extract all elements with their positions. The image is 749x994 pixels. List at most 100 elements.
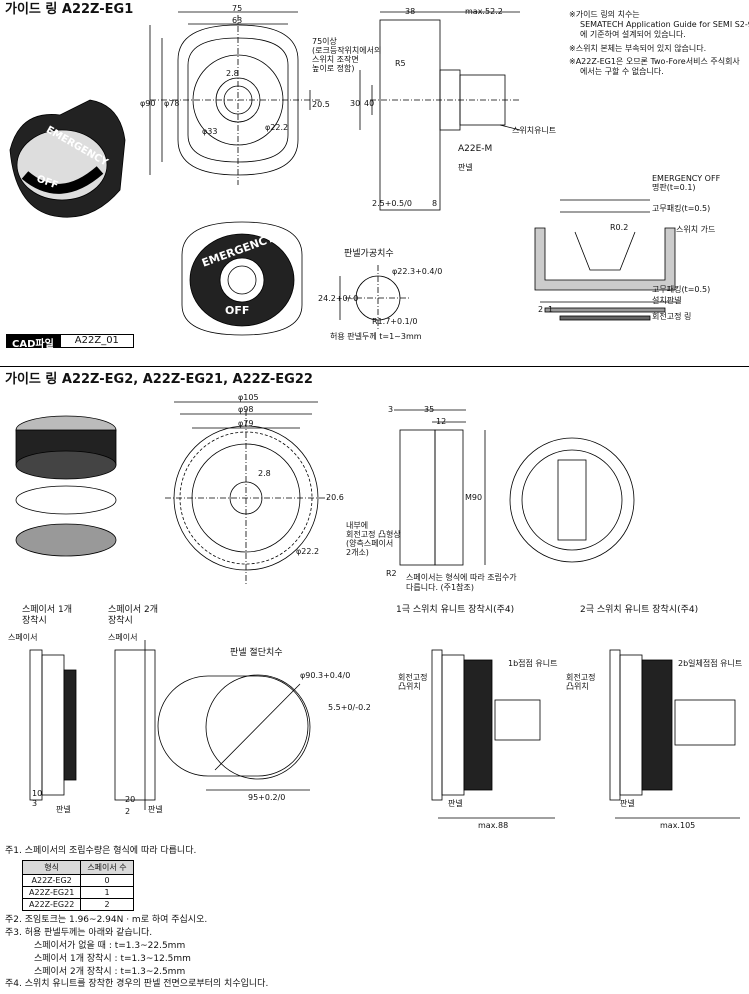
label2-5: 스페이서는 형식에 따라 조립수가	[406, 573, 517, 582]
table-cell: A22Z-EG22	[21, 898, 82, 911]
dim2-phi79: φ79	[238, 419, 254, 428]
spacer1-label: 스페이서	[8, 633, 38, 642]
label-a22e-m: A22E-M	[458, 144, 493, 154]
unit2-l2: 凸위치	[566, 682, 589, 691]
unit2-max: max.105	[660, 821, 696, 830]
dim-phi22: φ22.2	[265, 123, 289, 132]
note-6: 에서는 구할 수 없습니다.	[580, 67, 664, 76]
label2-3: (양측스페이서	[346, 539, 394, 548]
dim2-12: 12	[436, 417, 447, 426]
eg2-side-view	[394, 409, 486, 566]
dim2-r2: R2	[386, 569, 397, 578]
unit1-l2: 凸위치	[398, 682, 421, 691]
spacer1-view	[29, 649, 77, 801]
footnote-3a: 스페이서가 없을 때 : t=1.3~22.5mm	[34, 941, 186, 951]
unit2-unit: 2b일체접점 유니트	[678, 659, 743, 668]
unit2-title: 2극 스위치 유니트 장착시(주4)	[580, 605, 699, 615]
cut-d2: 5.5+0/-0.2	[328, 703, 371, 712]
dim2-3: 3	[388, 405, 394, 414]
spacer2-d1: 20	[125, 795, 136, 804]
cad-file-value[interactable]: A22Z_01	[59, 334, 134, 348]
eg2-front-view	[165, 401, 330, 585]
spacer2-label: 스페이서	[108, 633, 138, 642]
cut-title: 판넬 절단치수	[230, 648, 283, 658]
panel-cut-d2: 24.2+0/-0	[318, 294, 359, 303]
table-row: A22Z-EG22 2	[21, 898, 134, 911]
eg1-panel-cut-view	[339, 265, 410, 330]
table-cell: 2	[80, 898, 134, 911]
button-off-text: OFF	[225, 304, 250, 317]
table-cell: 0	[80, 874, 134, 887]
note-rot-1: 75이상	[312, 37, 337, 46]
dim-38: 38	[405, 7, 416, 16]
dim-75: 75	[232, 4, 243, 13]
cut-d3: 95+0.2/0	[248, 793, 286, 802]
note-3: 에 기준하여 설계되어 있습니다.	[580, 30, 686, 39]
unit1-panel: 판넬	[448, 799, 463, 808]
spacer2-panel: 판넬	[148, 805, 163, 814]
spacer1-title-1: 스페이서 1개	[22, 605, 72, 615]
spacer2-title-2: 장착시	[108, 616, 133, 626]
eg2-back-view	[509, 437, 635, 563]
panel-cut-d1: φ22.3+0.4/0	[392, 267, 443, 276]
footnote-3: 주3. 허용 판넬두께는 아래와 같습니다.	[5, 928, 153, 938]
label2-2: 회전고정 凸형상	[346, 530, 401, 539]
footnote-3b: 스페이서 1개 장착시 : t=1.3~12.5mm	[34, 954, 191, 964]
table-header-model: 형식	[21, 860, 82, 875]
eg2-3d-illustration	[15, 415, 117, 557]
exp-label-6: 고무패킹(t=0.5)	[652, 285, 711, 294]
eg1-side-view	[359, 11, 521, 211]
table-row: A22Z-EG21 1	[21, 886, 134, 899]
table-cell: A22Z-EG21	[21, 886, 82, 899]
dim-2-8: 2.8	[226, 69, 239, 78]
unit2-panel: 판넬	[620, 799, 635, 808]
eg1-button-front-view	[181, 221, 303, 336]
cad-file-badge[interactable]: CAD파일 A22Z_01	[6, 334, 134, 350]
unit1-title: 1극 스위치 유니트 장착시(주4)	[396, 605, 515, 615]
panel-cut-title: 판넬가공치수	[344, 249, 394, 259]
dim-r5: R5	[395, 59, 406, 68]
note-5: ※A22Z-EG1은 오므론 Two-Fore서비스 주식회사	[569, 57, 740, 66]
unit1-unit: 1b접점 유니트	[508, 659, 558, 668]
section2-title: 가이드 링 A22Z-EG2, A22Z-EG21, A22Z-EG22	[5, 372, 313, 387]
eg1-exploded-section-view	[534, 199, 680, 321]
note-1: ※가이드 링의 치수는	[569, 10, 640, 19]
note-4: ※스위치 본체는 부속되어 있지 않습니다.	[569, 44, 707, 53]
panel-cut-r: R1.7+0.1/0	[372, 317, 418, 326]
dim-2-5: 2.5+0.5/0	[372, 199, 412, 208]
dim2-2-8: 2.8	[258, 469, 271, 478]
exp-label-7: 설치판넬	[652, 296, 682, 305]
table-header-count: 스페이서 수	[80, 860, 134, 875]
guide-ring-3d-illustration	[9, 99, 126, 218]
panel-cut-thickness: 허용 판넬두께 t=1~3mm	[330, 332, 422, 341]
spacer2-title-1: 스페이서 2개	[108, 605, 158, 615]
panel-cut-view	[157, 674, 311, 791]
cut-d1: φ90.3+0.4/0	[300, 671, 351, 680]
dim-20-5: 20.5	[312, 100, 330, 109]
exp-label-9: 2	[538, 305, 544, 314]
label-panel: 판넬	[458, 163, 473, 172]
table-row: A22Z-EG2 0	[21, 874, 134, 887]
dim2-m90: M90	[465, 493, 483, 502]
footnote-1: 주1. 스페이서의 조립수량은 형식에 따라 다릅니다.	[5, 846, 197, 856]
exp-label-1: EMERGENCY OFF	[652, 174, 721, 183]
dim-max52: max.52.2	[465, 7, 503, 16]
unit2-view	[609, 649, 740, 819]
spacer1-d1: 10	[32, 789, 43, 798]
exp-label-10: 1	[548, 305, 554, 314]
dim2-35: 35	[424, 405, 435, 414]
dim2-phi22: φ22.2	[296, 547, 320, 556]
cad-file-label: CAD파일	[6, 334, 60, 350]
exp-label-4: R0.2	[610, 223, 629, 232]
unit1-view	[431, 649, 555, 819]
footnote-4: 주4. 스위치 유니트를 장착한 경우의 판넬 전면으로부터의 치수입니다.	[5, 979, 269, 989]
dim-8: 8	[432, 199, 438, 208]
spacer2-d2: 2	[125, 807, 131, 816]
footnote-2: 주2. 조임토크는 1.96~2.94N · m로 하여 주십시오.	[5, 915, 208, 925]
footnote-3c: 스페이서 2개 장착시 : t=1.3~2.5mm	[34, 967, 186, 977]
table-cell: 1	[80, 886, 134, 899]
dim2-phi105: φ105	[238, 393, 259, 402]
dim-30: 30	[350, 99, 361, 108]
spacer1-title-2: 장착시	[22, 616, 47, 626]
